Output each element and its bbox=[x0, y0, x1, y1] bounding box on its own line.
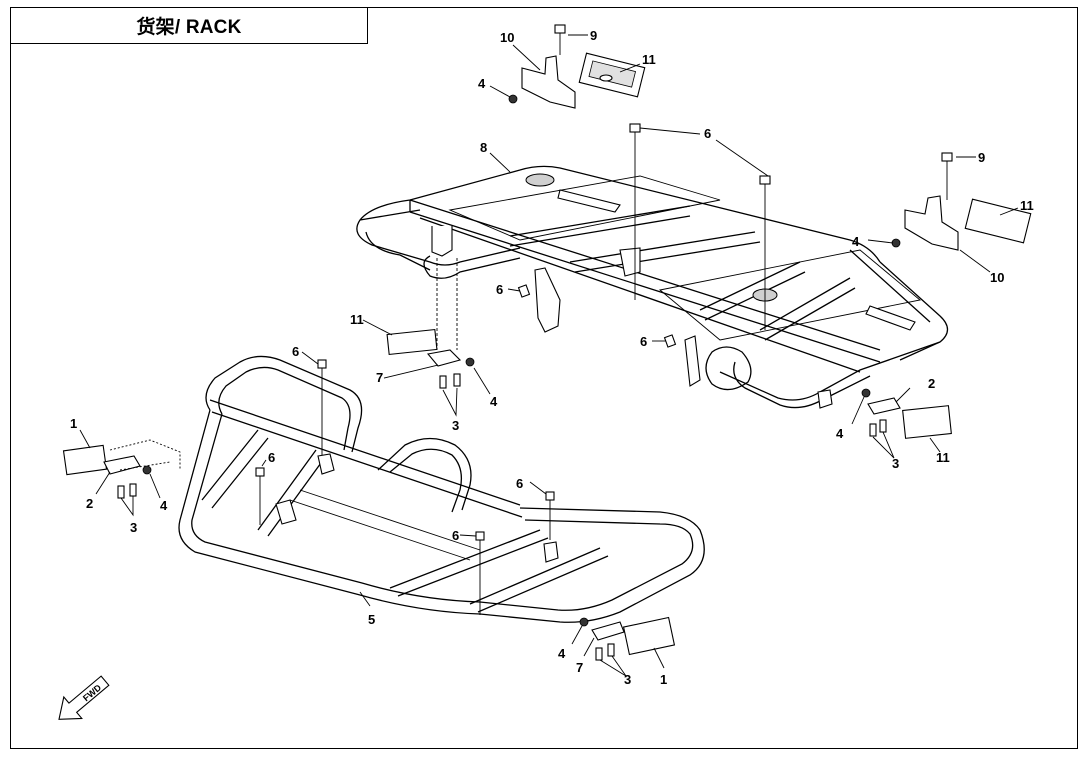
callout-11: 11 bbox=[642, 52, 656, 67]
callout-11: 11 bbox=[936, 450, 950, 465]
callout-4: 4 bbox=[836, 426, 844, 441]
callout-2: 2 bbox=[928, 376, 935, 391]
callout-labels: 10 9 11 4 6 8 9 11 4 10 6 6 11 6 7 4 3 2… bbox=[70, 28, 1034, 687]
reflector-1-left bbox=[62, 444, 108, 476]
reflector-1-right bbox=[622, 616, 676, 656]
callout-9: 9 bbox=[590, 28, 597, 43]
callout-6: 6 bbox=[496, 282, 503, 297]
callout-2: 2 bbox=[86, 496, 93, 511]
callout-3: 3 bbox=[892, 456, 899, 471]
callout-4: 4 bbox=[852, 234, 860, 249]
callout-11: 11 bbox=[350, 312, 364, 327]
callout-3: 3 bbox=[130, 520, 137, 535]
hardware-parts bbox=[62, 24, 1032, 661]
reflector-11-right-bottom bbox=[902, 405, 952, 439]
callout-6: 6 bbox=[704, 126, 711, 141]
fwd-arrow: FWD bbox=[58, 675, 110, 720]
callout-6: 6 bbox=[452, 528, 459, 543]
title-block: 货架/ RACK bbox=[10, 7, 368, 44]
callout-4: 4 bbox=[558, 646, 566, 661]
callout-6: 6 bbox=[292, 344, 299, 359]
page-title: 货架/ RACK bbox=[136, 17, 242, 38]
callout-7: 7 bbox=[576, 660, 583, 675]
leader-lines bbox=[79, 34, 1019, 677]
callout-5: 5 bbox=[368, 612, 375, 627]
front-rack bbox=[178, 355, 705, 623]
callout-3: 3 bbox=[624, 672, 631, 687]
callout-8: 8 bbox=[480, 140, 487, 155]
callout-4: 4 bbox=[490, 394, 498, 409]
callout-7: 7 bbox=[376, 370, 383, 385]
callout-4: 4 bbox=[160, 498, 168, 513]
callout-4: 4 bbox=[478, 76, 486, 91]
callout-6: 6 bbox=[516, 476, 523, 491]
callout-6: 6 bbox=[268, 450, 275, 465]
callout-1: 1 bbox=[660, 672, 667, 687]
callout-6: 6 bbox=[640, 334, 647, 349]
callout-10: 10 bbox=[990, 270, 1004, 285]
reflector-11-right bbox=[964, 198, 1032, 244]
reflector-11-mid bbox=[386, 328, 438, 356]
bracket-10-right bbox=[904, 195, 959, 251]
bracket-10-top bbox=[521, 55, 576, 109]
callout-10: 10 bbox=[500, 30, 514, 45]
callout-11: 11 bbox=[1020, 198, 1034, 213]
callout-3: 3 bbox=[452, 418, 459, 433]
rear-rack bbox=[356, 165, 949, 409]
callout-1: 1 bbox=[70, 416, 77, 431]
callout-9: 9 bbox=[978, 150, 985, 165]
drawing-frame bbox=[10, 7, 1078, 749]
